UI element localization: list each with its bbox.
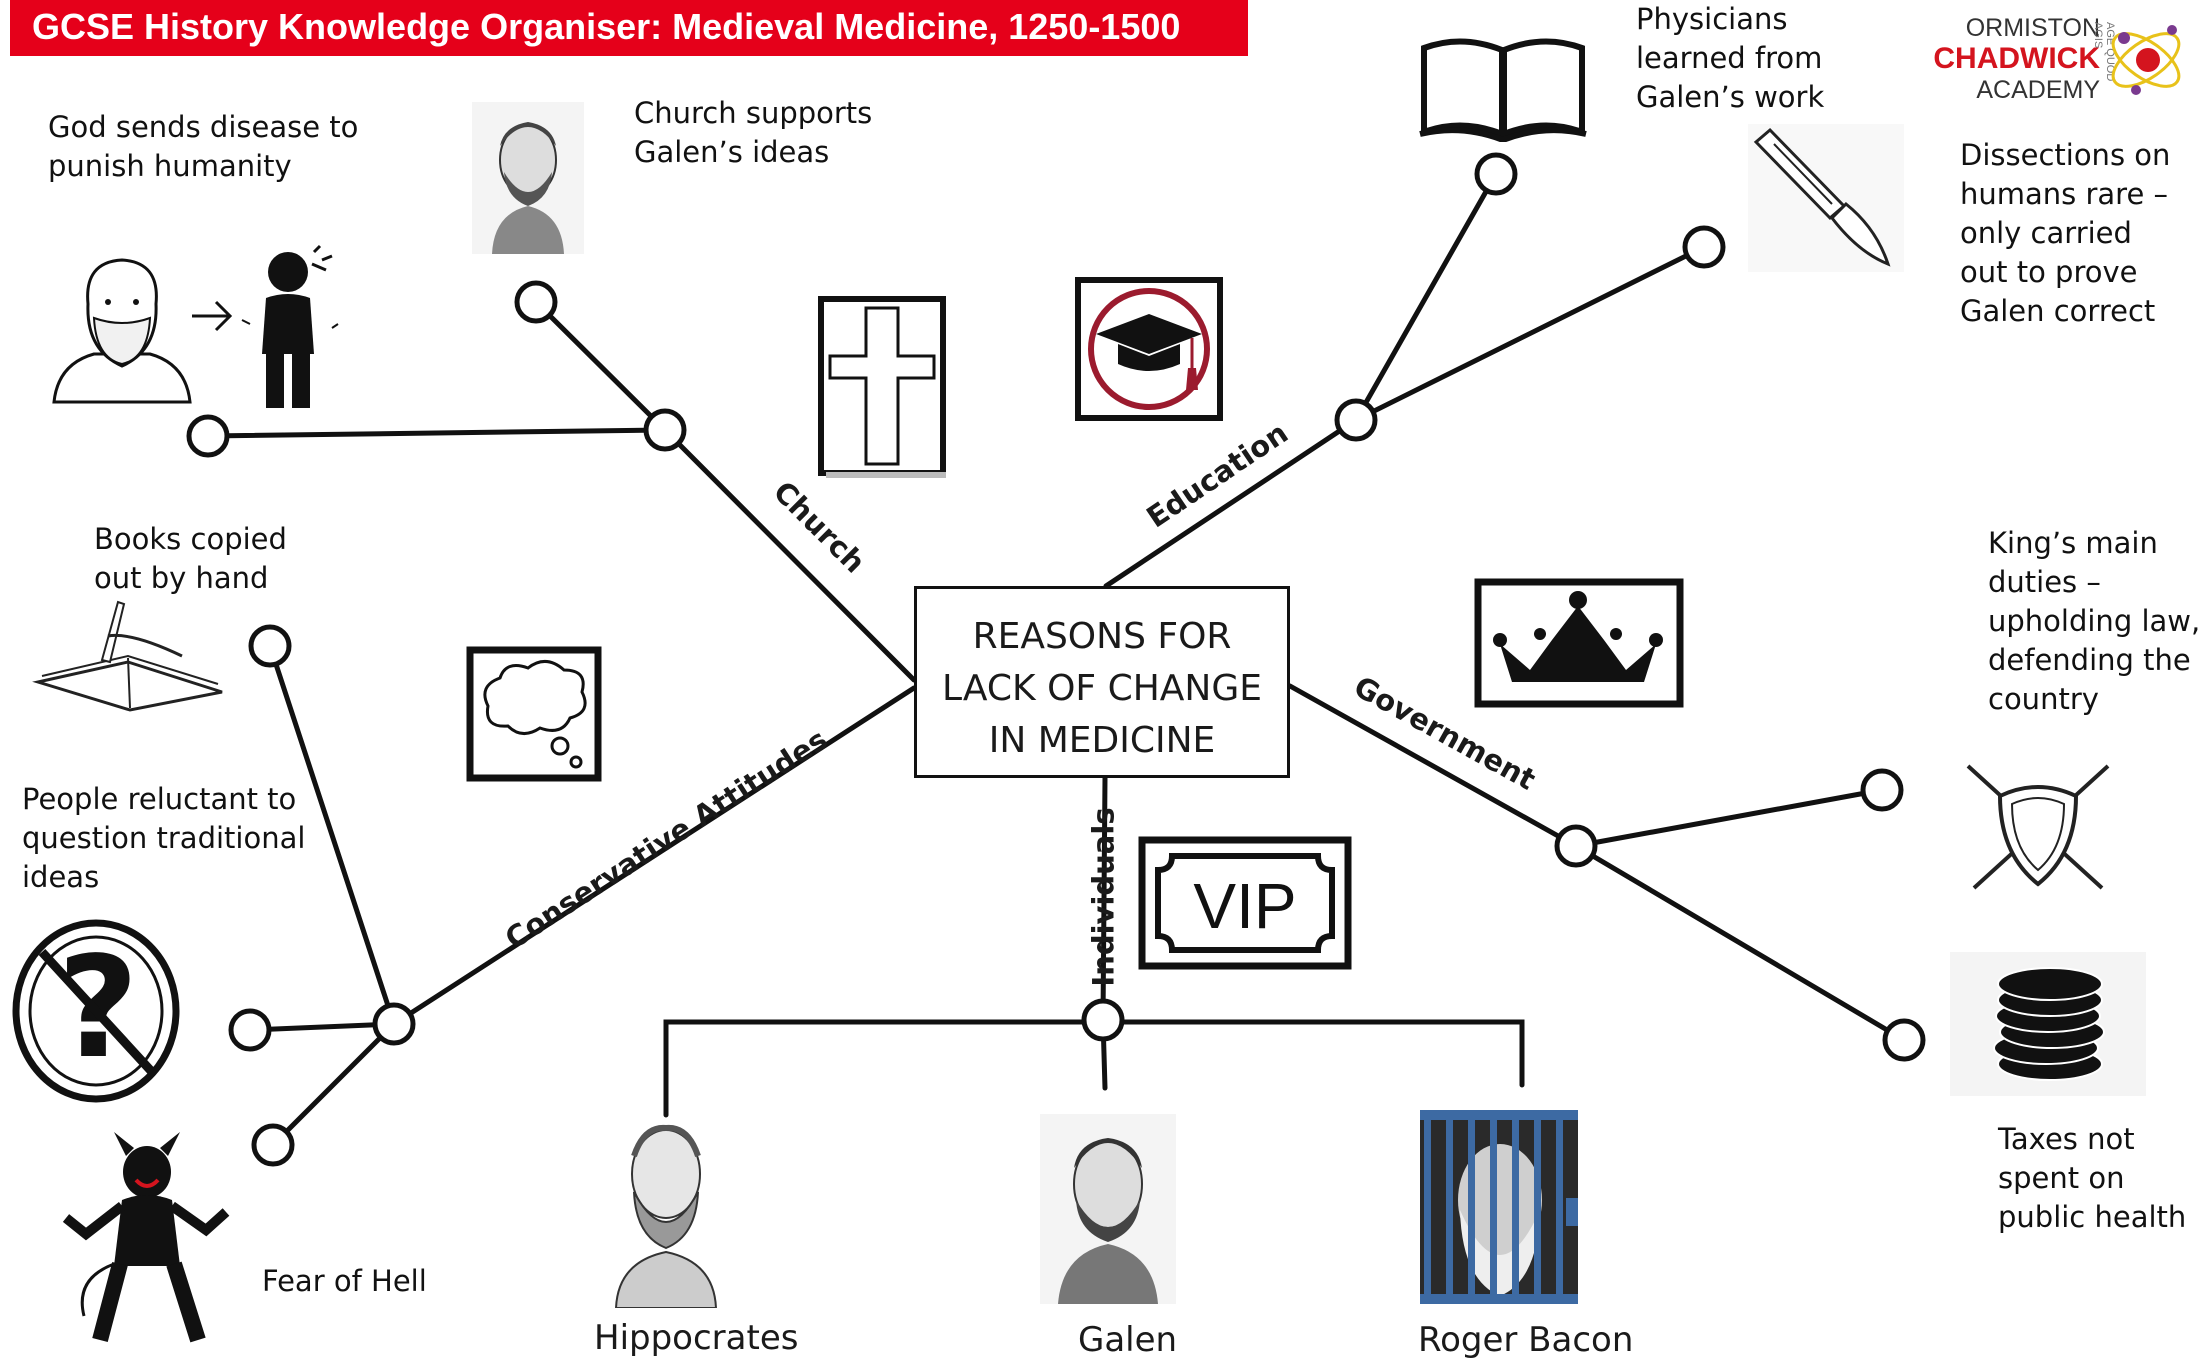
logo-line-2: CHADWICK (1933, 42, 2100, 75)
note-books: Books copied out by hand (94, 522, 287, 595)
node-reluctant (228, 1008, 272, 1052)
note-god-disease: God sends disease to punish humanity (48, 110, 359, 183)
node-taxes (1882, 1018, 1926, 1062)
node-education-junction (1334, 398, 1378, 442)
node-church-galen (514, 280, 558, 324)
note-church-galen: Church supports Galen’s ideas (634, 96, 873, 169)
roger-bacon-jailed-portrait (1420, 1110, 1578, 1304)
open-book-icon (1419, 38, 1587, 142)
individuals-branch-line (1100, 775, 1108, 1023)
title-bar: GCSE History Knowledge Organiser: Mediev… (10, 0, 1248, 56)
node-individuals-junction (1081, 998, 1125, 1042)
vip-badge-text: VIP (1193, 870, 1296, 942)
hippocrates-portrait (614, 1124, 718, 1308)
church-branch-line (662, 427, 917, 683)
name-roger-bacon: Roger Bacon (1418, 1320, 1634, 1360)
devil-icon (62, 1132, 230, 1343)
note-dissections: Dissections on humans rare – only carrie… (1960, 138, 2171, 328)
node-church-junction (643, 408, 687, 452)
arrow-right-icon (192, 300, 233, 332)
vip-badge-icon: VIP (1138, 836, 1352, 970)
branch-label-individuals: Individuals (1086, 807, 1121, 987)
conservative-branch-line (391, 685, 917, 1027)
galen-portrait (1040, 1114, 1176, 1304)
page-title: GCSE History Knowledge Organiser: Mediev… (32, 6, 1181, 47)
name-galen: Galen (1078, 1320, 1178, 1360)
god-face-icon (52, 258, 192, 404)
school-logo: ORMISTON CHADWICK ACADEMY AGE QUOD AGIS (1928, 10, 2190, 110)
note-hell: Fear of Hell (262, 1264, 427, 1298)
node-conservative-junction (372, 1002, 416, 1046)
sick-person-icon (241, 244, 339, 408)
central-topic-text: REASONS FOR LACK OF CHANGE IN MEDICINE (942, 616, 1262, 761)
scalpel-icon (1748, 124, 1904, 272)
galen-portrait-small (472, 102, 584, 254)
graduation-cap-icon (1075, 277, 1223, 421)
node-hell (251, 1123, 295, 1167)
thought-bubble-icon (466, 646, 602, 782)
name-hippocrates: Hippocrates (594, 1318, 799, 1358)
shield-swords-icon (1966, 764, 2110, 890)
node-books (248, 624, 292, 668)
no-question-icon: ? (12, 919, 180, 1103)
central-topic-box: REASONS FOR LACK OF CHANGE IN MEDICINE (914, 586, 1290, 778)
node-government-junction (1554, 824, 1598, 868)
atom-logo-icon (2111, 25, 2181, 95)
coins-icon (1950, 952, 2146, 1096)
logo-tagline: AGE QUOD AGIS (2092, 22, 2116, 82)
logo-line-3: ACADEMY (1976, 76, 2100, 104)
note-reluctant: People reluctant to question traditional… (22, 782, 306, 894)
government-branch-line (1287, 683, 1579, 849)
node-physicians (1474, 152, 1518, 196)
crown-icon (1474, 578, 1684, 708)
logo-line-1: ORMISTON (1965, 14, 2100, 42)
node-king (1860, 768, 1904, 812)
note-king: King’s main duties – upholding law, defe… (1988, 526, 2201, 716)
writing-book-icon (32, 600, 223, 712)
note-taxes: Taxes not spent on public health (1998, 1122, 2187, 1234)
node-god-disease (186, 414, 230, 458)
node-dissections (1682, 225, 1726, 269)
education-branch-line (1103, 417, 1359, 589)
note-physicians: Physicians learned from Galen’s work (1636, 2, 1825, 114)
cross-icon (818, 296, 946, 478)
